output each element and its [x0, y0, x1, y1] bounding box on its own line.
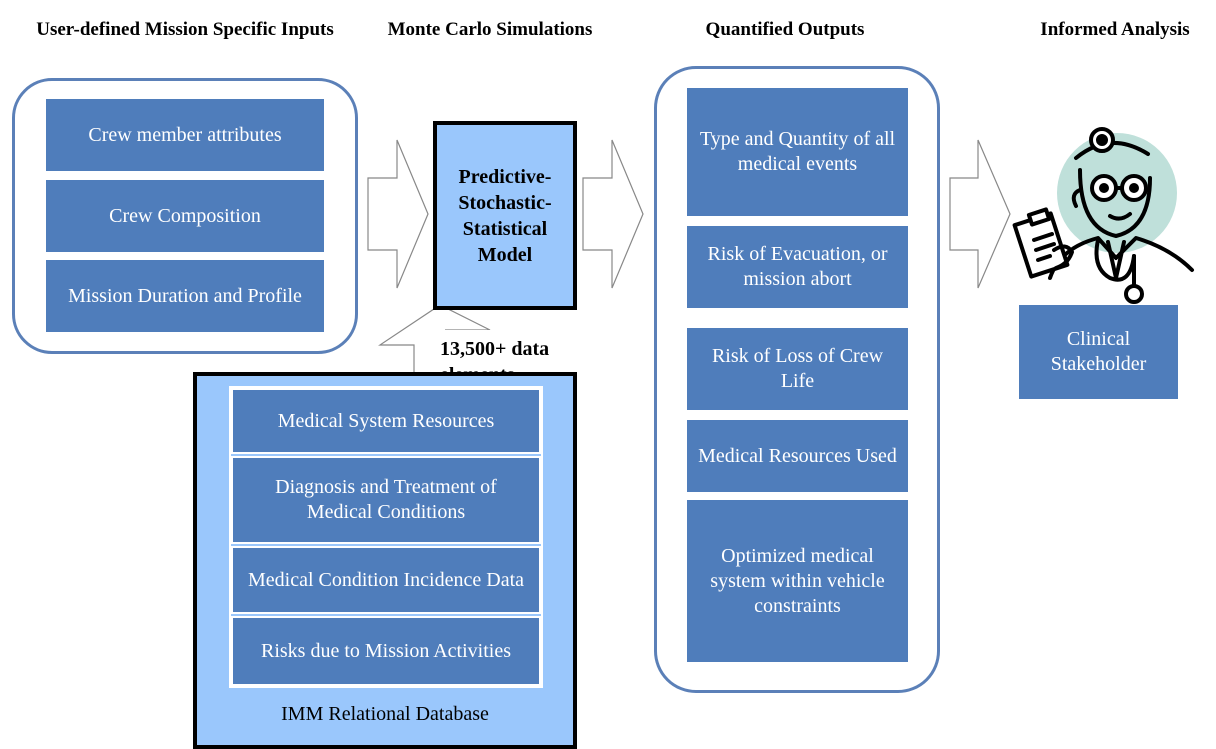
db-item-diagnosis-treatment: Diagnosis and Treatment of Medical Condi… [231, 456, 541, 544]
arrow-model-to-outputs [582, 139, 644, 289]
clinical-stakeholder-box: Clinical Stakeholder [1019, 305, 1178, 399]
input-crew-attributes: Crew member attributes [46, 99, 324, 171]
output-resources-used: Medical Resources Used [687, 420, 908, 492]
arrow-inputs-to-model [367, 139, 429, 289]
output-risk-evacuation: Risk of Evacuation, or mission abort [687, 226, 908, 308]
output-optimized-system: Optimized medical system within vehicle … [687, 500, 908, 662]
header-inputs: User-defined Mission Specific Inputs [36, 19, 334, 40]
db-item-incidence-data: Medical Condition Incidence Data [231, 546, 541, 614]
database-items-frame [229, 386, 543, 688]
header-analysis: Informed Analysis [1040, 19, 1190, 40]
header-outputs: Quantified Outputs [705, 19, 865, 40]
output-risk-loss-of-life: Risk of Loss of Crew Life [687, 328, 908, 410]
db-item-mission-risks: Risks due to Mission Activities [231, 616, 541, 686]
db-item-medical-system-resources: Medical System Resources [231, 388, 541, 454]
input-crew-composition: Crew Composition [46, 180, 324, 252]
database-label: IMM Relational Database [281, 703, 489, 725]
output-type-quantity: Type and Quantity of all medical events [687, 88, 908, 216]
doctor-icon [1012, 127, 1194, 304]
model-box: Predictive-Stochastic-Statistical Model [433, 121, 577, 310]
input-mission-duration: Mission Duration and Profile [46, 260, 324, 332]
arrow-outputs-to-analysis [949, 139, 1011, 289]
header-monte-carlo: Monte Carlo Simulations [387, 19, 593, 40]
